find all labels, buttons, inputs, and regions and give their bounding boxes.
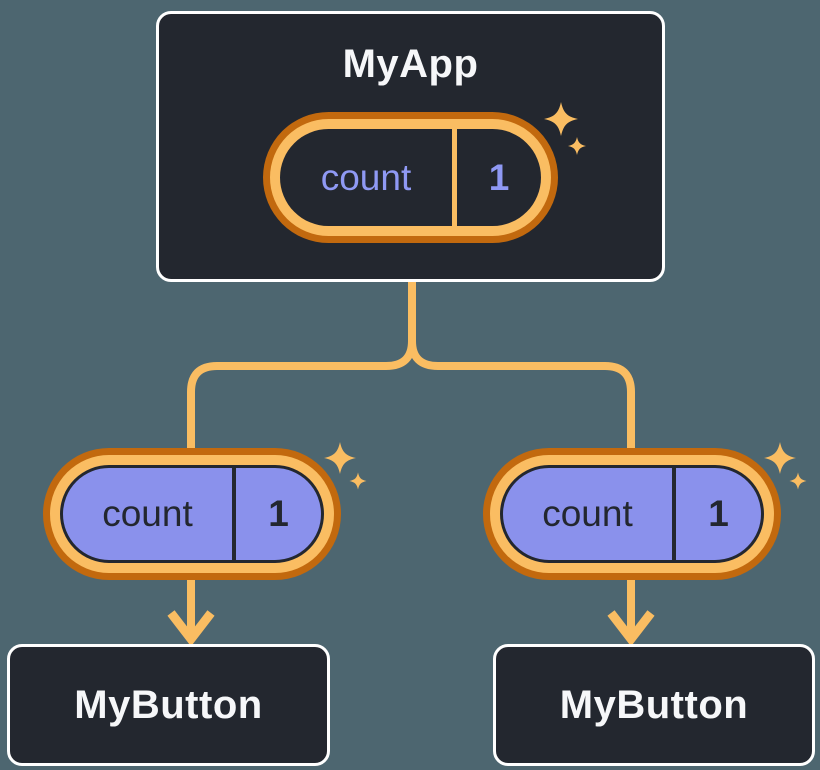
tree-branch-left — [187, 280, 416, 448]
component-node-mybutton-right: MyButton — [493, 644, 815, 766]
arrow-down-icon — [607, 610, 655, 647]
state-pill-mybutton-left: count 1 — [43, 448, 341, 580]
component-node-mybutton-left: MyButton — [7, 644, 330, 766]
state-name: count — [102, 493, 193, 534]
state-value: 1 — [268, 493, 289, 534]
state-name: count — [320, 156, 412, 198]
state-name: count — [542, 493, 633, 534]
component-label: MyApp — [342, 42, 479, 86]
state-pill-body: count 1 — [60, 465, 324, 563]
pill-divider — [672, 468, 676, 560]
state-pill-ring: count 1 — [490, 455, 774, 573]
state-pill-ring: count 1 — [270, 119, 551, 236]
state-pill-myapp: count 1 — [263, 112, 558, 243]
state-pill-mybutton-right: count 1 — [483, 448, 781, 580]
state-pill-body: count 1 — [500, 465, 764, 563]
component-label: MyButton — [559, 682, 749, 727]
arrow-down-icon — [167, 610, 215, 647]
tree-branch-right — [408, 280, 635, 448]
pill-divider — [232, 468, 236, 560]
component-label: MyButton — [74, 682, 263, 727]
state-value: 1 — [488, 156, 510, 198]
pill-divider — [452, 129, 457, 226]
state-pill-ring: count 1 — [50, 455, 334, 573]
state-pill-body: count 1 — [280, 129, 541, 226]
state-value: 1 — [708, 493, 729, 534]
